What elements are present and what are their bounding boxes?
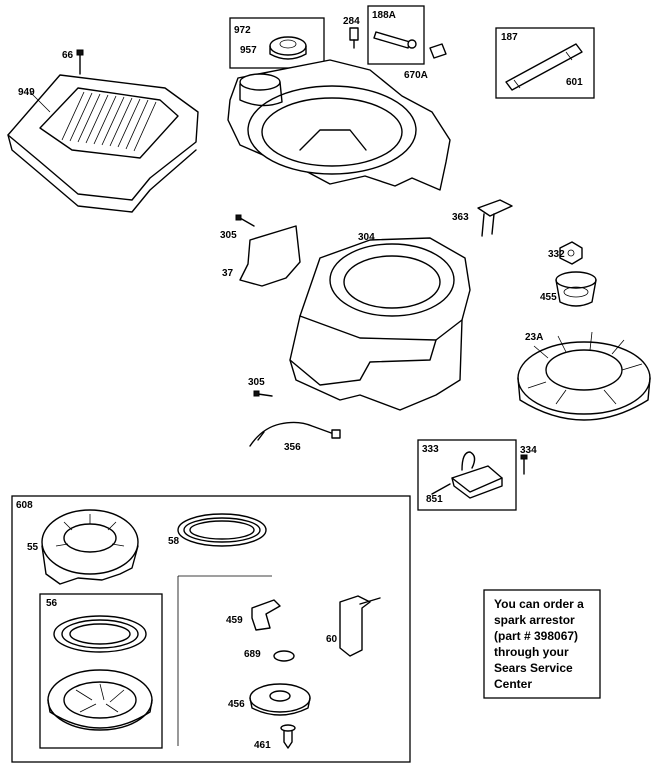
note-line-4: through your bbox=[494, 645, 569, 659]
part-66-screw bbox=[76, 49, 84, 75]
label-23a: 23A bbox=[525, 332, 543, 343]
label-37: 37 bbox=[222, 268, 234, 279]
part-949-cover bbox=[7, 74, 199, 213]
label-332: 332 bbox=[548, 249, 565, 260]
label-58: 58 bbox=[168, 536, 180, 547]
part-670a bbox=[429, 43, 447, 59]
label-187: 187 bbox=[501, 32, 518, 43]
label-356: 356 bbox=[284, 442, 301, 453]
label-305-bottom: 305 bbox=[248, 377, 265, 388]
label-455: 455 bbox=[540, 292, 557, 303]
part-blower-housing bbox=[227, 59, 451, 191]
label-689: 689 bbox=[244, 649, 261, 660]
label-972: 972 bbox=[234, 25, 251, 36]
note-line-6: Center bbox=[494, 677, 532, 691]
part-23a-flywheel bbox=[517, 331, 651, 421]
label-333: 333 bbox=[422, 444, 439, 455]
part-284 bbox=[349, 27, 359, 49]
label-608: 608 bbox=[16, 500, 33, 511]
part-188a bbox=[373, 31, 417, 49]
part-459-pawl bbox=[251, 599, 281, 631]
part-461-screw bbox=[280, 724, 296, 749]
label-66: 66 bbox=[62, 50, 74, 61]
spark-arrestor-note: You can order a spark arrestor (part # 3… bbox=[483, 589, 601, 699]
part-455-cup bbox=[555, 271, 597, 307]
label-957: 957 bbox=[240, 45, 257, 56]
note-line-2: spark arrestor bbox=[494, 613, 575, 627]
label-188a: 188A bbox=[372, 10, 396, 21]
label-305-top: 305 bbox=[220, 230, 237, 241]
label-60: 60 bbox=[326, 634, 338, 645]
label-56: 56 bbox=[46, 598, 58, 609]
part-957-cap bbox=[269, 36, 307, 60]
part-333-module bbox=[431, 451, 503, 499]
label-363: 363 bbox=[452, 212, 469, 223]
box-333 bbox=[417, 439, 517, 511]
part-37-baffle bbox=[239, 225, 301, 287]
label-334: 334 bbox=[520, 445, 537, 456]
part-356-wire bbox=[249, 421, 341, 447]
part-55-starter-housing bbox=[41, 509, 139, 585]
label-284: 284 bbox=[343, 16, 360, 27]
part-305-screw-bottom bbox=[253, 390, 273, 397]
part-305-screw-top bbox=[235, 214, 255, 227]
label-456: 456 bbox=[228, 699, 245, 710]
part-56-pulley bbox=[47, 669, 153, 731]
box-972 bbox=[229, 17, 325, 69]
part-56-spring bbox=[53, 615, 147, 653]
note-line-3: (part # 398067) bbox=[494, 629, 578, 643]
label-55: 55 bbox=[27, 542, 39, 553]
part-689-spring bbox=[273, 650, 295, 662]
box-188a bbox=[367, 5, 425, 65]
box-608 bbox=[11, 495, 411, 763]
part-332-nut bbox=[559, 241, 583, 265]
label-304: 304 bbox=[358, 232, 375, 243]
label-949: 949 bbox=[18, 87, 35, 98]
part-601-tube bbox=[505, 43, 583, 91]
box-187 bbox=[495, 27, 595, 99]
part-363 bbox=[477, 199, 513, 237]
note-line-5: Sears Service bbox=[494, 661, 573, 675]
note-line-1: You can order a bbox=[494, 597, 584, 611]
part-334-screw bbox=[520, 454, 528, 475]
box-56 bbox=[39, 593, 163, 749]
part-58-rope bbox=[177, 513, 267, 547]
label-601: 601 bbox=[566, 77, 583, 88]
label-459: 459 bbox=[226, 615, 243, 626]
part-456-retainer bbox=[249, 683, 311, 716]
part-304-shroud bbox=[289, 237, 471, 411]
label-461: 461 bbox=[254, 740, 271, 751]
divider-bracket bbox=[177, 575, 272, 746]
label-851: 851 bbox=[426, 494, 443, 505]
part-60-handle bbox=[339, 595, 381, 657]
label-670a: 670A bbox=[404, 70, 428, 81]
